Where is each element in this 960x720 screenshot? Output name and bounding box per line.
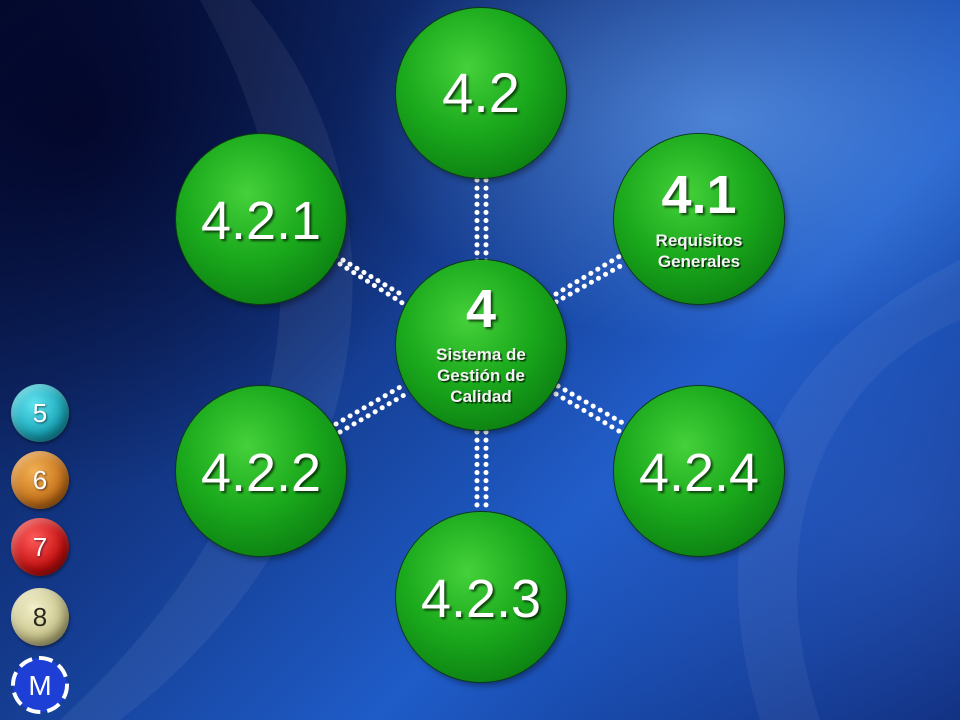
connector-lower-right: [553, 391, 627, 437]
node-4-2-2[interactable]: 4.2.2: [176, 386, 346, 556]
center-node-number: 4: [465, 279, 497, 339]
node-number: 4.2.3: [420, 569, 542, 629]
connector-upper-left: [337, 261, 407, 307]
caption-line: Gestión de: [437, 366, 525, 385]
node-4-2-3[interactable]: 4.2.3: [396, 512, 566, 682]
node-caption: Requisitos Generales: [614, 230, 784, 272]
connector-upper-right: [553, 261, 627, 305]
menu-button[interactable]: M: [10, 655, 70, 715]
node-4-2-1[interactable]: 4.2.1: [176, 134, 346, 304]
menu-icon: M: [11, 656, 69, 714]
connector-upper-left: [333, 253, 407, 299]
center-node-caption: Sistema de Gestión de Calidad: [396, 344, 566, 407]
caption-line: Calidad: [450, 387, 512, 406]
connector-lower-right: [555, 383, 631, 429]
node-4-2-4[interactable]: 4.2.4: [614, 386, 784, 556]
node-4-2[interactable]: 4.2: [396, 8, 566, 178]
caption-line: Generales: [657, 252, 741, 271]
node-number: 4.2.4: [638, 443, 760, 503]
connector-lower-left: [333, 383, 405, 427]
node-number: 4.1: [661, 165, 737, 225]
node-4-1-requisitos-generales[interactable]: 4.1 Requisitos Generales: [614, 134, 784, 304]
caption-line: Sistema de: [436, 345, 526, 364]
node-number: 4.2: [442, 61, 520, 124]
center-node-sistema-gestion-calidad[interactable]: 4 Sistema de Gestión de Calidad: [396, 260, 566, 430]
nav-button-5[interactable]: 5: [11, 384, 69, 442]
nav-button-6[interactable]: 6: [11, 451, 69, 509]
nav-button-7[interactable]: 7: [11, 518, 69, 576]
node-number: 4.2.2: [200, 443, 322, 503]
connector-lower-left: [337, 391, 409, 435]
caption-line: Requisitos: [655, 231, 743, 250]
nav-button-8[interactable]: 8: [11, 588, 69, 646]
menu-label: M: [28, 670, 51, 701]
node-number: 4.2.1: [200, 191, 322, 251]
